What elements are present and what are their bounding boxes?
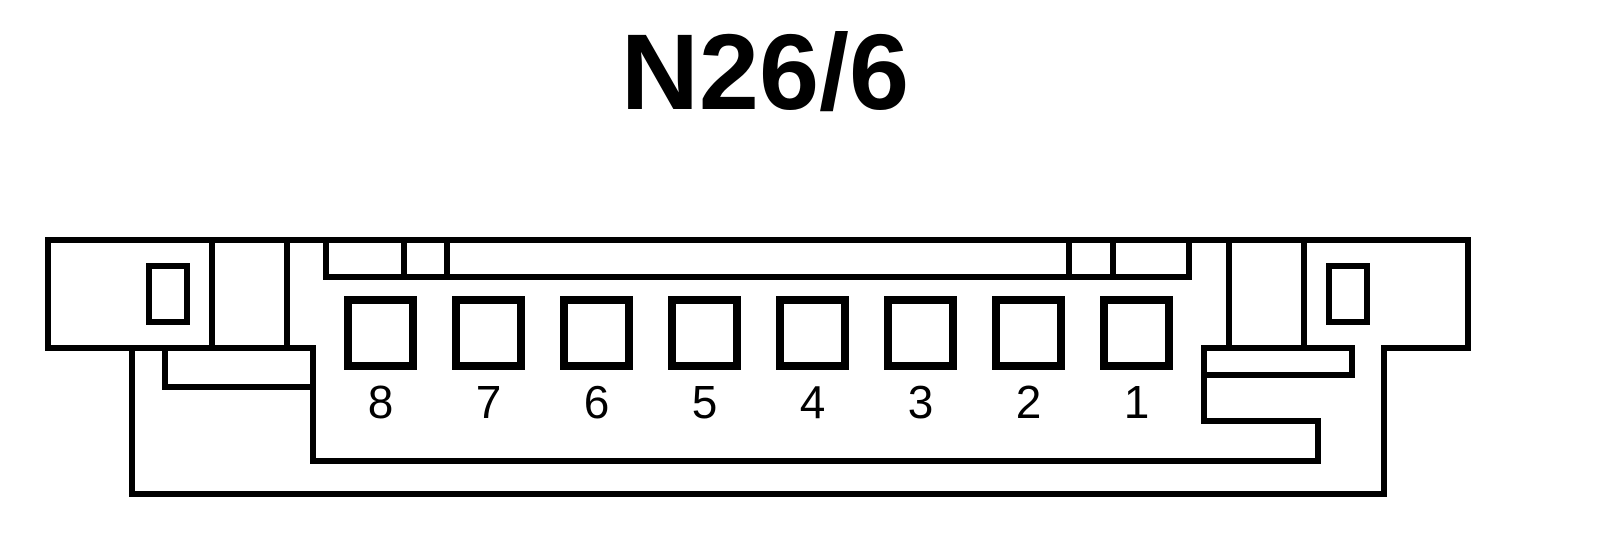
pin-cavity-6 xyxy=(560,296,633,370)
pin-cavity-2 xyxy=(992,296,1065,370)
pin-number-5: 5 xyxy=(692,376,718,428)
pin-cavity-5 xyxy=(668,296,741,370)
left-step xyxy=(132,345,1355,464)
pin-number-2: 2 xyxy=(1016,376,1042,428)
pin-number-4: 4 xyxy=(800,376,826,428)
left-latch-window xyxy=(146,263,190,325)
connector-housing xyxy=(45,237,1471,497)
pin-cavity-4 xyxy=(776,296,849,370)
pin-number-3: 3 xyxy=(908,376,934,428)
pin-cavity-1 xyxy=(1100,296,1173,370)
right-latch-window xyxy=(1326,263,1370,325)
pin-number-6: 6 xyxy=(584,376,610,428)
pin-cavity-3 xyxy=(884,296,957,370)
pin-cavity-7 xyxy=(452,296,525,370)
pin-number-7: 7 xyxy=(476,376,502,428)
top-rail xyxy=(323,240,1192,280)
connector-title: N26/6 xyxy=(620,11,910,132)
pin-cavity-8 xyxy=(344,296,417,370)
pin-group: 8 7 6 5 4 3 2 1 xyxy=(344,296,1173,428)
housing-outline xyxy=(45,237,1471,497)
pin-number-8: 8 xyxy=(368,376,394,428)
pin-number-1: 1 xyxy=(1124,376,1150,428)
left-inner-step xyxy=(162,348,313,390)
